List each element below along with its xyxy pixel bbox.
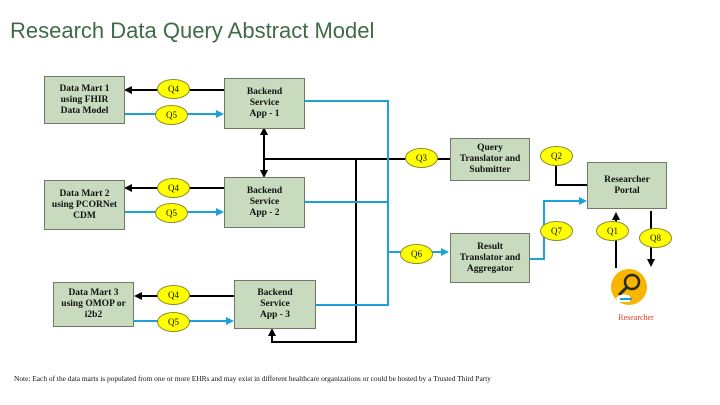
researcher-label: Researcher bbox=[618, 313, 654, 322]
q2-oval: Q2 bbox=[540, 146, 573, 166]
q7-oval: Q7 bbox=[540, 221, 573, 241]
data-mart-1-box: Data Mart 1 using FHIR Data Model bbox=[44, 76, 125, 124]
q1-oval: Q1 bbox=[596, 221, 629, 241]
q6-oval: Q6 bbox=[400, 244, 433, 264]
result-line-be3 bbox=[316, 252, 389, 306]
backend-service-3-box: Backend Service App - 3 bbox=[234, 280, 316, 329]
q4-oval-2: Q4 bbox=[157, 178, 190, 198]
q8-oval: Q8 bbox=[639, 228, 672, 248]
q4-oval-3: Q4 bbox=[157, 285, 190, 305]
q4-oval-1: Q4 bbox=[157, 79, 190, 99]
page-title: Research Data Query Abstract Model bbox=[10, 18, 375, 43]
backend-service-1-box: Backend Service App - 1 bbox=[224, 78, 305, 129]
result-translator-box: Result Translator and Aggregator bbox=[450, 233, 530, 283]
footnote: Note: Each of the data marts is populate… bbox=[14, 374, 491, 383]
q5-oval-2: Q5 bbox=[155, 203, 188, 223]
q3-oval: Q3 bbox=[405, 148, 438, 168]
magnifier-user-icon bbox=[610, 268, 648, 306]
backend-service-2-box: Backend Service App - 2 bbox=[224, 177, 305, 228]
data-mart-3-box: Data Mart 3 using OMOP or i2b2 bbox=[53, 282, 134, 327]
researcher-portal-box: Researcher Portal bbox=[587, 162, 667, 209]
data-mart-2-box: Data Mart 2 using PCORNet CDM bbox=[44, 180, 125, 230]
q5-oval-3: Q5 bbox=[157, 312, 190, 332]
query-bus-be3 bbox=[268, 159, 357, 343]
result-line-be1 bbox=[305, 100, 389, 252]
q5-oval-1: Q5 bbox=[155, 105, 188, 125]
query-translator-box: Query Translator and Submitter bbox=[450, 138, 530, 181]
